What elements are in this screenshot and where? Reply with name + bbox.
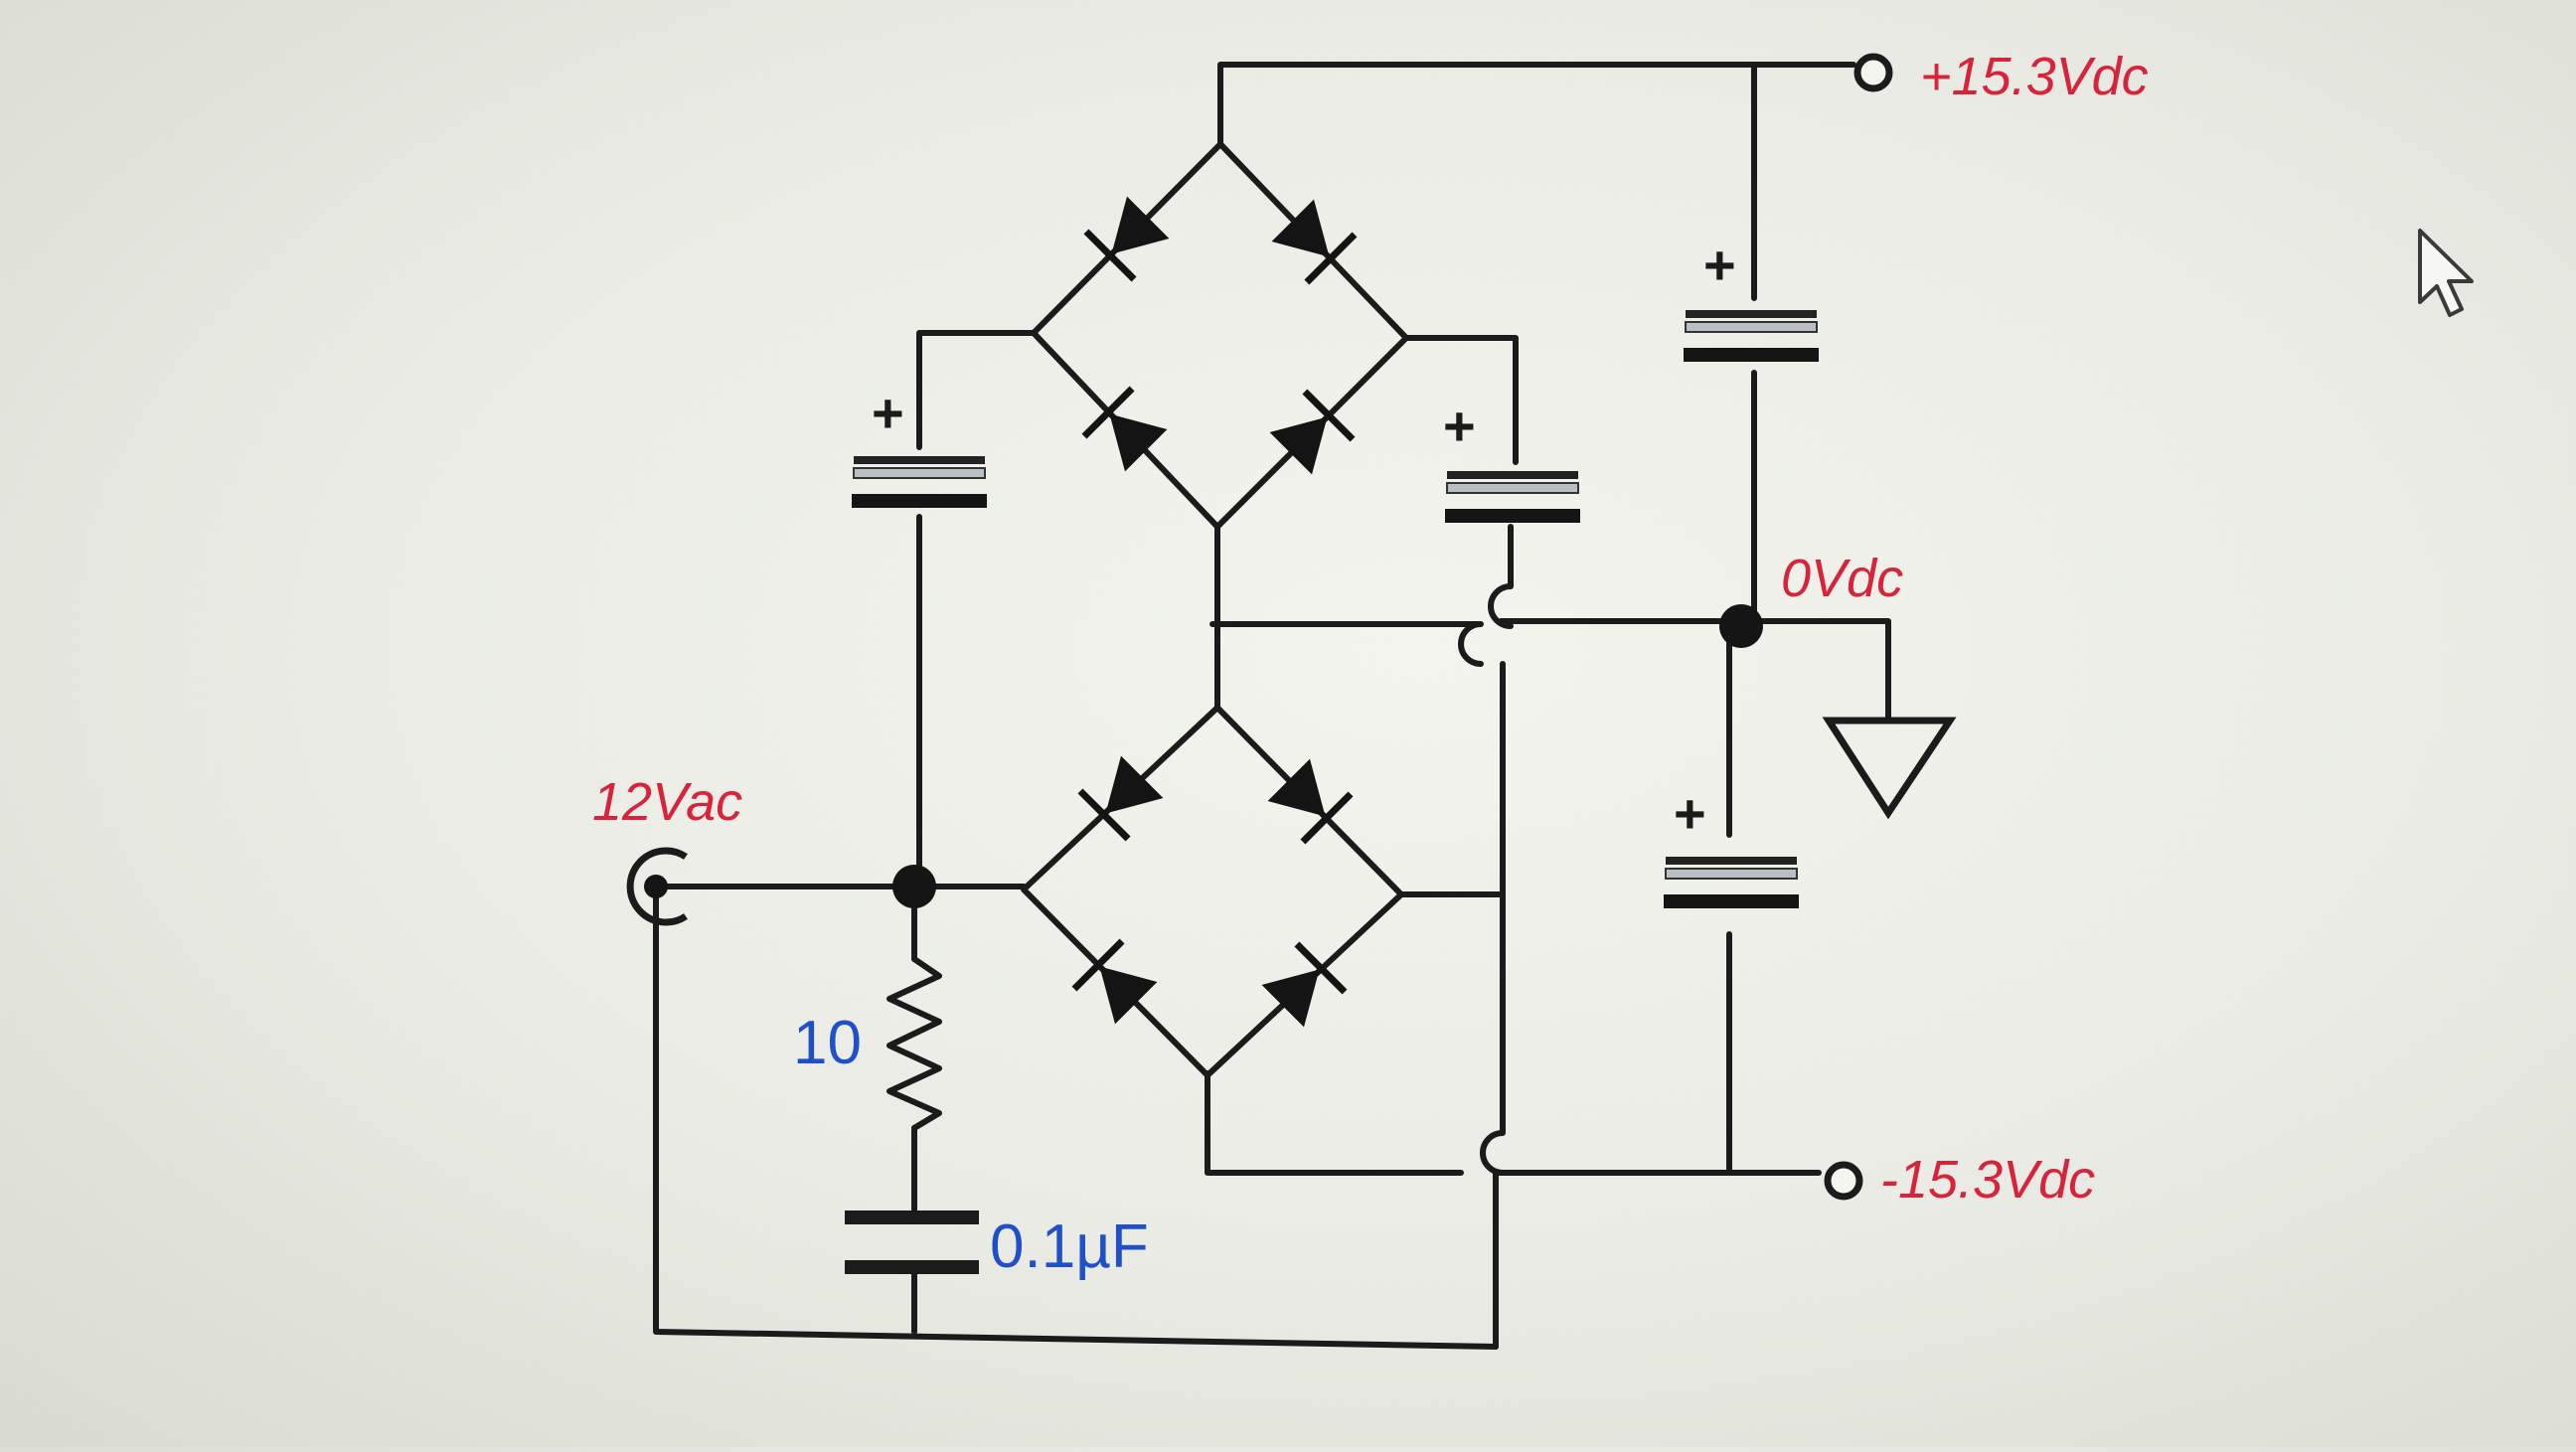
label-resistor-value: 10: [793, 1009, 862, 1077]
lower-bridge-outline: [1021, 705, 1404, 1078]
wire-right-cap-down: [1488, 524, 1514, 629]
wire-outer-loop: [653, 884, 1499, 1350]
terminal-negative: [1824, 1161, 1863, 1201]
wire-zero-volt: [1209, 618, 1891, 724]
polarity-plus-left: +: [872, 382, 904, 444]
capacitor-right-upper: +: [1443, 395, 1580, 523]
capacitor-top-right: +: [1684, 234, 1819, 362]
capacitor-bottom-right: +: [1664, 782, 1799, 908]
label-negative-voltage: -15.3Vdc: [1880, 1150, 2095, 1210]
upper-bridge-rectifier: [1031, 141, 1409, 530]
diode-upper-tr: [1271, 199, 1358, 285]
polarity-plus-top-right: +: [1703, 234, 1736, 296]
junction-input-node: [892, 865, 936, 908]
diode-upper-br: [1269, 389, 1356, 475]
lower-bridge-rectifier: [1021, 705, 1404, 1078]
diode-lower-br: [1261, 941, 1348, 1028]
polarity-plus-right-upper: +: [1443, 395, 1476, 457]
label-capacitor-value: 0.1µF: [990, 1212, 1149, 1281]
diode-upper-tl: [1083, 196, 1170, 282]
diode-upper-bl: [1081, 386, 1168, 472]
label-input-voltage: 12Vac: [592, 772, 742, 832]
ground-symbol: [1822, 717, 1957, 820]
capacitor-left: +: [852, 382, 987, 508]
resistor-10-ohm: [886, 956, 942, 1131]
capacitor-0-1uf: [845, 1210, 979, 1274]
wires: [653, 62, 1891, 1350]
label-positive-voltage: +15.3Vdc: [1920, 47, 2149, 106]
diode-lower-bl: [1071, 938, 1158, 1025]
label-zero-volt: 0Vdc: [1781, 549, 1903, 608]
wire-negative-rail: [1205, 1070, 1822, 1176]
terminal-positive: [1853, 53, 1893, 92]
terminal-input-jack: [626, 847, 688, 926]
diode-lower-tr: [1267, 758, 1354, 845]
polarity-plus-bottom-right: +: [1674, 782, 1706, 845]
junction-zero-volt-node: [1719, 604, 1763, 648]
wire-top-rail: [1217, 62, 1856, 147]
wire-upper-left-cap: [916, 330, 1037, 450]
diode-lower-tl: [1077, 755, 1164, 842]
wire-upper-right-cap: [1403, 335, 1519, 465]
upper-bridge-outline: [1031, 141, 1409, 530]
wire-right-vertical-long: [1480, 661, 1506, 1350]
mouse-pointer-icon: [2418, 229, 2474, 317]
